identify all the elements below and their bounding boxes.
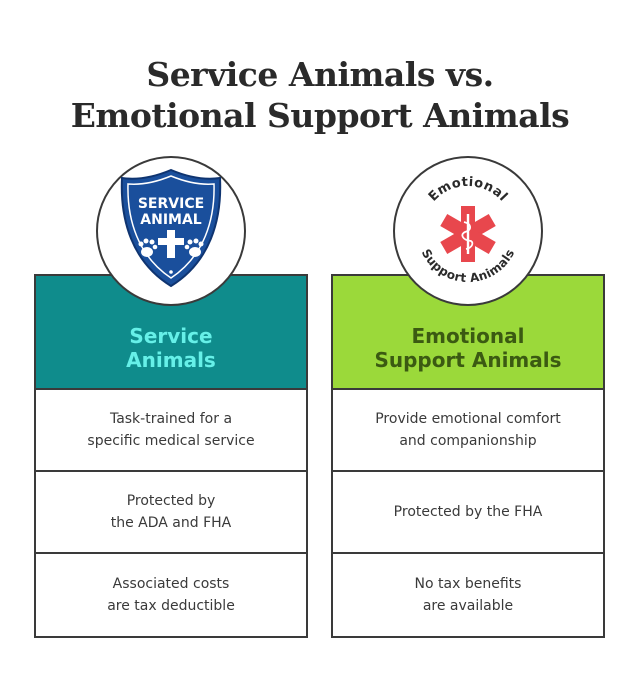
paw-print-icon [138,238,158,257]
badge-arc-text-emotional: Emotional [426,175,510,205]
title-line-1: Service Animals vs. [146,55,494,94]
service-row-1-line-2: specific medical service [87,433,255,449]
title-line-2: Emotional Support Animals [70,96,570,135]
service-row-2-line-2: the ADA and FHA [110,515,232,531]
service-animals-column: Service Animals Task-trained for a speci… [34,274,308,638]
esa-row-protection: Protected by the FHA [333,472,603,554]
service-animal-shield-icon: SERVICE ANIMAL [120,168,222,288]
esa-row-tax: No tax benefits are available [333,554,603,636]
page-title: Service Animals vs. Emotional Support An… [0,54,640,136]
paw-print-icon [184,238,204,257]
service-row-costs: Associated costs are tax deductible [36,554,306,636]
esa-row-3-line-2: are available [422,598,514,614]
esa-row-2-line-1: Protected by the FHA [393,504,543,520]
service-row-training: Task-trained for a specific medical serv… [36,390,306,472]
service-header-line-1: Service [129,324,213,348]
service-row-1-line-1: Task-trained for a [109,411,233,427]
esa-column: Emotional Support Animals Provide emotio… [331,274,605,638]
service-row-2-line-1: Protected by [126,493,216,509]
esa-header-line-1: Emotional [411,324,525,348]
badge-text-service: SERVICE [138,196,204,212]
esa-row-3-line-1: No tax benefits [414,576,522,592]
esa-header: Emotional Support Animals [333,276,603,390]
svg-text:Emotional: Emotional [426,175,511,205]
esa-row-comfort: Provide emotional comfort and companions… [333,390,603,472]
service-row-protection: Protected by the ADA and FHA [36,472,306,554]
esa-badge: Emotional Support Animals [393,156,543,306]
service-animal-badge: SERVICE ANIMAL [96,156,246,306]
service-row-3-line-2: are tax deductible [107,598,235,614]
esa-row-1-line-2: and companionship [399,433,537,449]
esa-row-1-line-1: Provide emotional comfort [375,411,561,427]
star-of-life-icon [440,206,496,262]
service-header-line-2: Animals [126,348,216,372]
badge-text-animal: ANIMAL [140,212,202,228]
service-row-3-line-1: Associated costs [112,576,230,592]
esa-header-line-2: Support Animals [374,348,562,372]
